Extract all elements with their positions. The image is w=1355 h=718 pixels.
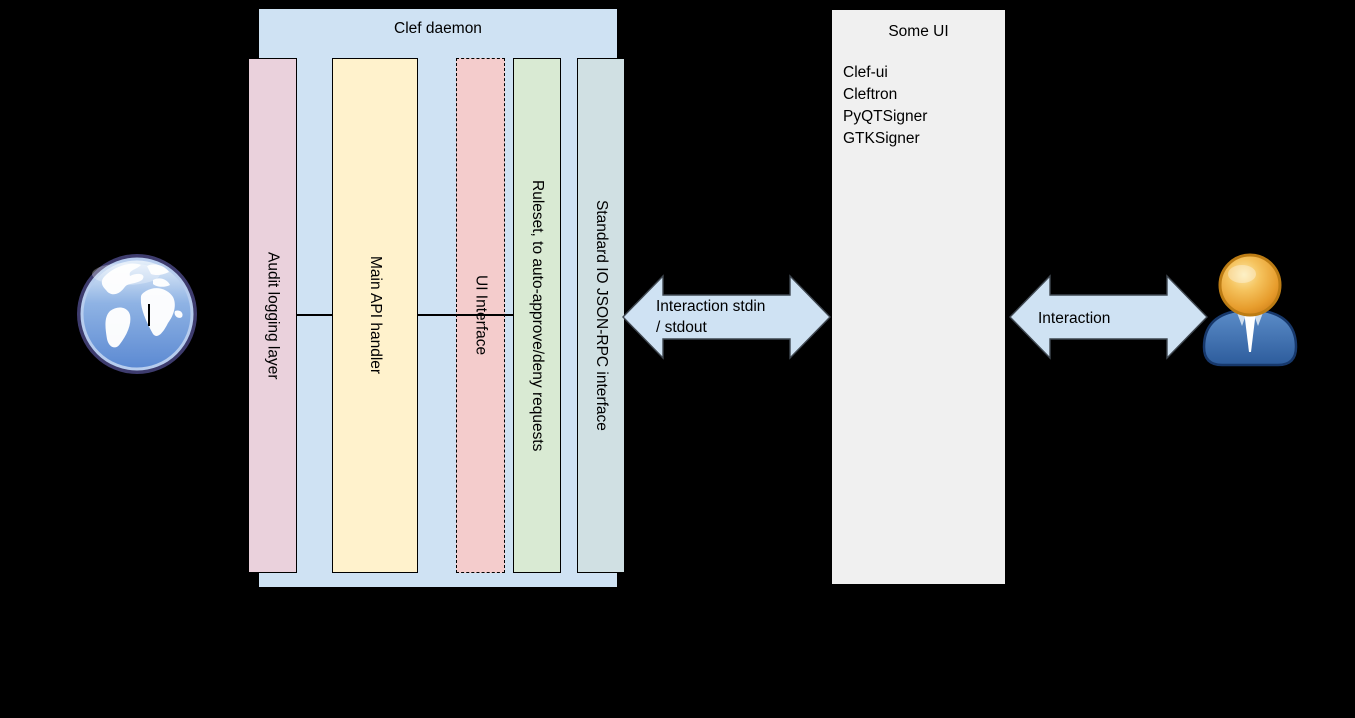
user-interaction-label: Interaction bbox=[1038, 310, 1111, 327]
user-interaction-arrow bbox=[1009, 274, 1208, 360]
connector-api-to-ruleset bbox=[417, 314, 513, 316]
clef-daemon-title: Clef daemon bbox=[394, 20, 482, 37]
layer-ruleset-label: Ruleset, to auto-approve/deny requests bbox=[529, 179, 546, 452]
layer-stdio-jsonrpc-label: Standard IO JSON-RPC interface bbox=[593, 200, 610, 431]
some-ui-item-cleftron: Cleftron bbox=[843, 86, 898, 103]
some-ui-item-clef-ui: Clef-ui bbox=[843, 64, 888, 81]
layer-main-api-handler-label: Main API handler bbox=[367, 256, 384, 375]
clef-daemon-container bbox=[258, 8, 618, 588]
layer-ruleset: Ruleset, to auto-approve/deny requests bbox=[513, 58, 561, 573]
layer-stdio-jsonrpc: Standard IO JSON-RPC interface bbox=[577, 58, 625, 573]
stdio-interaction-arrow bbox=[622, 274, 831, 360]
user-person-icon bbox=[1200, 252, 1300, 368]
stdio-interaction-label-line2: / stdout bbox=[656, 319, 707, 336]
layer-audit-logging-label: Audit logging layer bbox=[264, 251, 282, 380]
layer-main-api-handler: Main API handler bbox=[332, 58, 418, 573]
connector-globe-tick bbox=[148, 304, 150, 326]
some-ui-list: Clef-ui Cleftron PyQTSigner GTKSigner bbox=[832, 62, 1005, 150]
some-ui-box: Some UI Clef-ui Cleftron PyQTSigner GTKS… bbox=[831, 9, 1006, 585]
some-ui-title: Some UI bbox=[888, 23, 949, 40]
some-ui-item-gtksigner: GTKSigner bbox=[843, 130, 920, 147]
connector-audit-to-api bbox=[297, 314, 332, 316]
some-ui-item-pyqtsigner: PyQTSigner bbox=[843, 108, 928, 125]
internet-globe-icon bbox=[74, 251, 200, 377]
layer-audit-logging: Audit logging layer bbox=[248, 58, 297, 573]
stdio-interaction-label: Interaction stdin / stdout bbox=[656, 296, 765, 338]
stdio-interaction-label-line1: Interaction stdin bbox=[656, 298, 766, 315]
